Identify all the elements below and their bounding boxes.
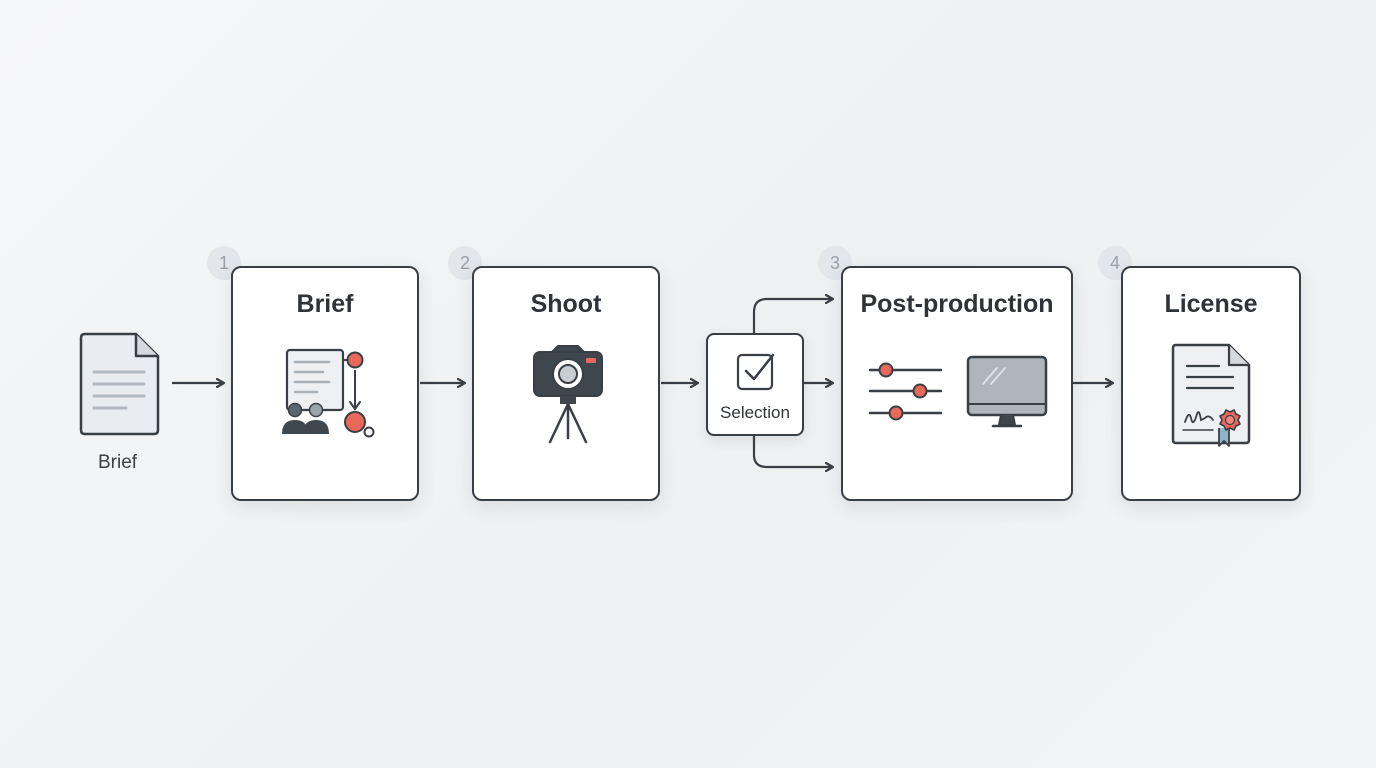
brief-planning-icon: [282, 348, 375, 438]
monitor-icon: [966, 355, 1048, 428]
step-2-card[interactable]: Shoot: [472, 266, 660, 501]
step-4-title: License: [1164, 290, 1258, 318]
step-1-card[interactable]: Brief: [231, 266, 419, 501]
document-caption: Brief: [98, 452, 138, 473]
selection-box[interactable]: Selection: [706, 333, 804, 436]
camera-tripod-icon: [533, 345, 603, 444]
document-icon: [79, 332, 160, 436]
selection-label: Selection: [720, 403, 790, 422]
certificate-icon: [1171, 343, 1251, 447]
checkbox-icon: [736, 353, 775, 391]
step-4-card[interactable]: License: [1121, 266, 1301, 501]
step-1-title: Brief: [296, 290, 354, 318]
step-3-title: Post-production: [860, 290, 1054, 318]
arrow-selection-branch-bottom: [752, 435, 833, 467]
sliders-icon: [868, 362, 943, 421]
step-2-title: Shoot: [530, 290, 602, 318]
arrow-selection-branch-top: [752, 299, 833, 333]
step-3-card[interactable]: Post-production: [841, 266, 1073, 501]
